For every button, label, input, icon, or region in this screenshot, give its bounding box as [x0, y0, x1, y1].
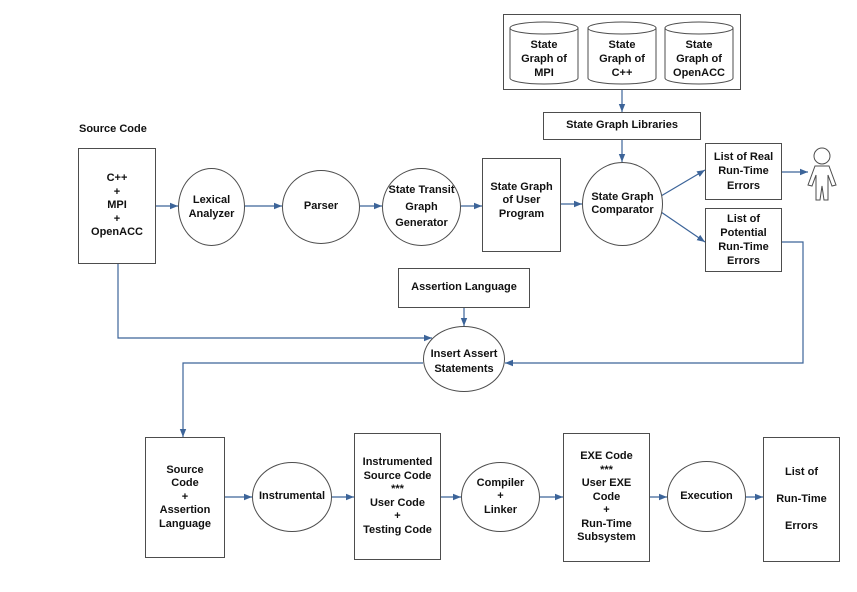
potential-errors-box: List of Potential Run-Time Errors — [705, 208, 782, 272]
node-label-line: MPI — [107, 199, 127, 212]
node-label-line: State Transit — [388, 184, 455, 197]
node-label-line: Program — [498, 207, 545, 220]
node-label-line: Analyzer — [188, 208, 235, 220]
node-label-line: Subsystem — [577, 531, 636, 544]
node-label-line: Insert Assert — [430, 348, 498, 360]
database-cylinder-icon — [664, 21, 734, 85]
node-label-line: + — [181, 490, 189, 503]
cylinder-label-line: State — [685, 39, 713, 51]
instrumental-node: Instrumental — [252, 462, 332, 532]
lexical-analyzer-node: Lexical Analyzer — [178, 168, 245, 246]
node-label-line: Errors — [726, 255, 761, 267]
node-label-line: Run-Time — [776, 493, 827, 505]
node-label-line: C++ — [106, 172, 128, 185]
cylinder-label-line: OpenACC — [673, 67, 725, 79]
cylinder-label-line: Graph of — [599, 53, 645, 65]
database-cylinder-icon — [509, 21, 579, 85]
node-label-line: Execution — [680, 489, 733, 502]
node-label-line: Errors — [784, 520, 819, 532]
arrow-insert-assert-to-source-assertion — [179, 362, 423, 437]
node-label-line: of User — [502, 194, 541, 207]
state-graph-mpi: State Graph of MPI — [510, 35, 578, 83]
runtime-errors-box: List of Run-Time Errors — [763, 437, 840, 562]
node-label-line: Source — [166, 463, 204, 476]
state-graph-comparator-node: State Graph Comparator — [582, 162, 663, 246]
execution-node: Execution — [667, 461, 746, 532]
node-label-line: OpenACC — [91, 226, 143, 239]
node-label-line: Assertion — [159, 504, 211, 517]
source-assertion-box: Source Code + Assertion Language — [145, 437, 225, 558]
person-icon — [807, 147, 837, 201]
parser-node: Parser — [282, 170, 360, 244]
database-cylinder-icon — [587, 21, 657, 85]
assertion-language-box: Assertion Language — [398, 268, 530, 308]
cylinder-label-line: C++ — [611, 67, 633, 79]
compiler-linker-node: Compiler + Linker — [461, 462, 540, 532]
node-label-line: *** — [391, 483, 404, 495]
node-label-line: Statements — [434, 363, 494, 375]
node-label-line: Source Code — [363, 469, 432, 482]
node-label-line: Comparator — [591, 204, 654, 216]
node-label-line: User Code — [369, 496, 426, 509]
node-label-line: List of — [785, 466, 818, 478]
node-label-line: Code — [171, 477, 199, 490]
cylinder-label-line: Graph of — [521, 53, 567, 65]
node-label-line: List of — [727, 213, 760, 225]
cylinder-label-line: State — [608, 39, 636, 51]
node-label-line: User EXE — [581, 477, 632, 490]
node-label-line: Parser — [303, 200, 339, 213]
node-label: State Graph Libraries — [566, 119, 678, 132]
arrow-potential-errors-to-insert-assert — [505, 241, 804, 367]
node-label-line: + — [603, 504, 610, 517]
exe-code-box: EXE Code *** User EXE Code + Run-Time Su… — [563, 433, 650, 562]
node-label-line: *** — [600, 463, 613, 476]
node-label-line: Code — [592, 490, 621, 503]
user-program-state-graph-box: State Graph of User Program — [482, 158, 561, 252]
arrow-comparator-to-real-errors — [660, 169, 706, 197]
node-label-line: Testing Code — [363, 523, 432, 536]
node-label-line: Instrumental — [258, 490, 325, 503]
node-label-line: EXE Code — [580, 450, 633, 463]
node-label-line: List of Real — [713, 150, 774, 163]
node-label-line: Potential — [720, 227, 767, 239]
node-label-line: Instrumented — [362, 456, 433, 468]
node-label-line: + — [113, 212, 121, 225]
node-label-line: Linker — [483, 503, 517, 516]
instrumented-source-box: Instrumented Source Code *** User Code +… — [354, 433, 441, 560]
node-label-line: Language — [159, 517, 211, 530]
cylinder-label-line: State — [530, 39, 558, 51]
node-label-line: State Graph — [591, 190, 654, 203]
state-graph-openacc: State Graph of OpenACC — [665, 35, 733, 83]
cylinder-label-line: Graph of — [676, 53, 722, 65]
node-label-line: + — [497, 490, 504, 503]
source-code-box: C++ + MPI + OpenACC — [78, 148, 156, 264]
node-label-line: Generator — [395, 217, 448, 230]
real-errors-box: List of Real Run-Time Errors — [705, 143, 782, 200]
arrow-comparator-to-potential-errors — [660, 211, 706, 243]
state-transit-graph-generator-node: State Transit Graph Generator — [382, 168, 461, 246]
state-graph-libraries-box: State Graph Libraries — [543, 112, 701, 140]
node-label-line: + — [113, 185, 121, 198]
state-graph-libraries-group — [503, 14, 741, 90]
source-code-label: Source Code — [79, 123, 147, 135]
node-label-line: Compiler — [476, 476, 525, 489]
node-label-line: Graph — [405, 200, 438, 213]
cylinder-label-line: MPI — [534, 67, 554, 79]
node-label-line: Run-Time — [581, 517, 632, 530]
node-label-line: + — [394, 510, 401, 522]
node-label-line: Errors — [726, 179, 761, 192]
node-label-line: Lexical — [192, 194, 231, 206]
node-label: Assertion Language — [411, 281, 517, 294]
insert-assert-statements-node: Insert Assert Statements — [423, 326, 505, 392]
node-label-line: State Graph — [490, 180, 553, 193]
node-label-line: Run-Time — [718, 165, 769, 178]
node-label-line: Run-Time — [718, 241, 769, 253]
arrow-source-to-insert-assert — [117, 264, 432, 342]
state-graph-cpp: State Graph of C++ — [588, 35, 656, 83]
